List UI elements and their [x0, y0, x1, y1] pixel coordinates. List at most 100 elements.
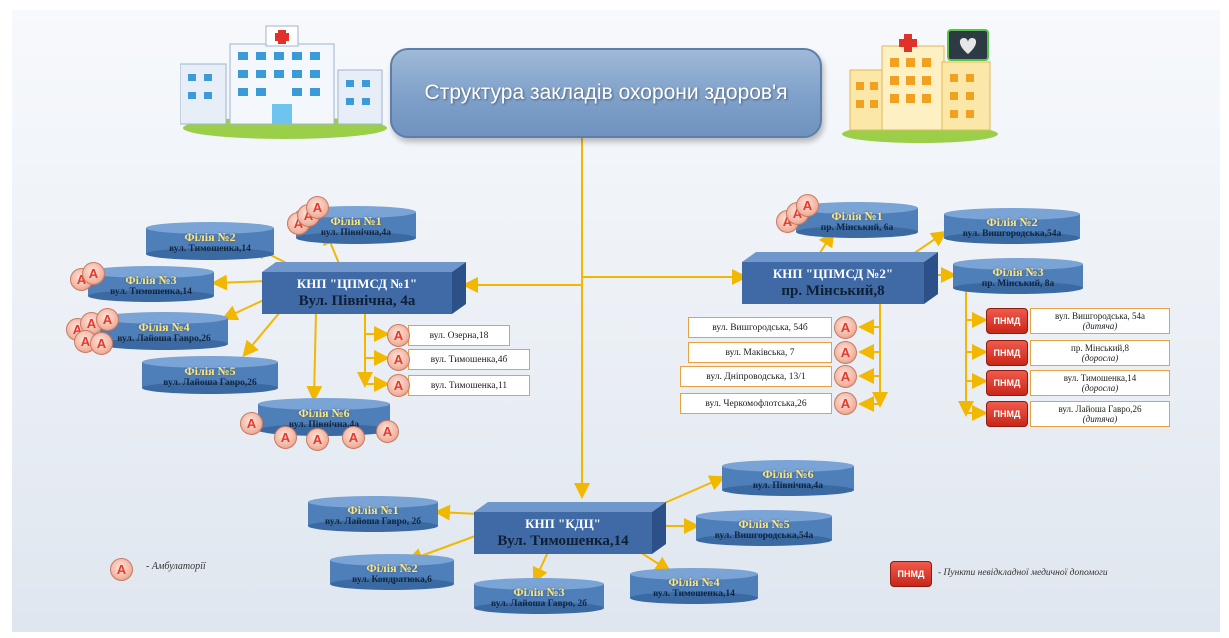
- c3-f6-address: вул. Північна,4а: [752, 481, 824, 491]
- c2-f3-address: пр. Мінський, 8а: [981, 279, 1055, 289]
- kmp2-address: пр. Мінський,8: [781, 283, 885, 299]
- pnmd-badge-4: ПНМД: [986, 401, 1028, 427]
- c1-amb-address-3: вул. Тимошенка,11: [408, 375, 530, 396]
- c2-f2-name: Філія №2: [986, 215, 1038, 229]
- node-kdc: КНП "КДЦ" Вул. Тимошенка,14: [474, 502, 666, 554]
- pnmd-address-1: вул. Вишгородська, 54а(дитяча): [1030, 308, 1170, 334]
- pnmd-address-2-street: пр. Мінський,8: [1071, 343, 1129, 353]
- kdc-name: КНП "КДЦ": [525, 516, 601, 531]
- c3-f1-address: вул. Лайоша Гавро, 2б: [325, 517, 421, 527]
- node-kmp1: КНП "ЦПМСД №1" Вул. Північна, 4а: [262, 262, 466, 314]
- pnmd-address-4: вул. Лайоша Гавро,26(дитяча): [1030, 401, 1170, 427]
- c3-f4-address: вул. Тимошенка,14: [653, 589, 735, 599]
- diagram-title: Структура закладів охорони здоров'я: [424, 81, 788, 104]
- c1-amb-address-1: вул. Озерна,18: [408, 325, 510, 346]
- c2-f1-address: пр. Мінський, 6а: [820, 223, 894, 233]
- c1-f1-address: вул. Північна,4а: [320, 228, 392, 238]
- c3-f3-name: Філія №3: [513, 585, 565, 599]
- c3-f1-name: Філія №1: [347, 503, 399, 517]
- ambulatory-icon: А: [387, 348, 410, 371]
- node-kmp2: КНП "ЦПМСД №2" пр. Мінський,8: [742, 252, 938, 304]
- legend-ambulatory-label: - Амбулаторії: [146, 561, 206, 572]
- ambulatory-icon: А: [834, 365, 857, 388]
- c2-f2-address: вул. Вишгородська,54а: [962, 229, 1062, 239]
- c1-f4-address: вул. Лайоша Гавро,26: [117, 334, 211, 344]
- pnmd-address-2-type: (доросла): [1081, 353, 1119, 363]
- kmp2-name: КНП "ЦПМСД №2": [772, 266, 894, 281]
- c2-amb-address-2: вул. Маківська, 7: [688, 342, 832, 363]
- ambulatory-icon: А: [834, 316, 857, 339]
- c3-f5-name: Філія №5: [738, 517, 790, 531]
- hospital-building-illustration: [180, 25, 387, 139]
- clinic-building-illustration: [842, 29, 998, 143]
- legend-pnmd-badge: ПНМД: [890, 561, 932, 587]
- c1-f2-address: вул. Тимошенка,14: [169, 244, 251, 254]
- pnmd-address-2: пр. Мінський,8(доросла): [1030, 340, 1170, 366]
- pnmd-address-1-street: вул. Вишгородська, 54а: [1055, 311, 1145, 321]
- kmp1-name: КНП "ЦПМСД №1": [296, 276, 418, 291]
- c2-amb-address-1: вул. Вишгородська, 54б: [688, 317, 832, 338]
- ambulatory-icon: А: [90, 332, 113, 355]
- ambulatory-icon: А: [387, 374, 410, 397]
- c3-f3-address: вул. Лайоша Гавро, 2б: [491, 599, 587, 609]
- ambulatory-icon: А: [387, 324, 410, 347]
- ambulatory-icon: А: [240, 412, 263, 435]
- pnmd-address-3: вул. Тимошенка,14(доросла): [1030, 370, 1170, 396]
- pnmd-address-4-street: вул. Лайоша Гавро,26: [1058, 404, 1142, 414]
- pnmd-badge-1: ПНМД: [986, 308, 1028, 334]
- ambulatory-icon: А: [306, 428, 329, 451]
- c3-f6-name: Філія №6: [762, 467, 814, 481]
- pnmd-address-4-type: (дитяча): [1082, 414, 1118, 424]
- c1-f1-name: Філія №1: [330, 214, 382, 228]
- c3-f5-address: вул. Вишгородська,54а: [714, 531, 814, 541]
- c3-f2-name: Філія №2: [366, 561, 418, 575]
- c2-f3-name: Філія №3: [992, 265, 1044, 279]
- c1-f6-name: Філія №6: [298, 406, 350, 420]
- kmp1-address: Вул. Північна, 4а: [298, 293, 416, 309]
- c1-f6-address: вул. Північна,4а: [288, 420, 360, 430]
- kdc-address: Вул. Тимошенка,14: [497, 533, 629, 549]
- ambulatory-icon: А: [834, 392, 857, 415]
- c1-amb-address-2: вул. Тимошенка,4б: [408, 349, 530, 370]
- ambulatory-icon: А: [306, 196, 329, 219]
- c2-amb-address-4: вул. Черкомофлотська,26: [680, 393, 832, 414]
- c1-f3-address: вул. Тимошенка,14: [110, 287, 192, 297]
- c1-f5-name: Філія №5: [184, 364, 236, 378]
- pnmd-badge-2: ПНМД: [986, 340, 1028, 366]
- pnmd-address-3-street: вул. Тимошенка,14: [1063, 373, 1137, 383]
- ambulatory-icon: А: [274, 426, 297, 449]
- pnmd-badge-3: ПНМД: [986, 370, 1028, 396]
- c1-f5-address: вул. Лайоша Гавро,26: [163, 378, 257, 388]
- c2-f1-name: Філія №1: [831, 209, 883, 223]
- ambulatory-icon: А: [796, 194, 819, 217]
- pnmd-address-3-type: (доросла): [1081, 383, 1119, 393]
- c2-amb-address-3: вул. Дніпроводська, 13/1: [680, 366, 832, 387]
- diagram-title-box: Структура закладів охорони здоров'я: [390, 48, 822, 138]
- pnmd-address-1-type: (дитяча): [1082, 321, 1118, 331]
- ambulatory-icon: А: [834, 341, 857, 364]
- c1-f4-name: Філія №4: [138, 320, 190, 334]
- ambulatory-icon: А: [96, 308, 119, 331]
- legend-pnmd-label: - Пункти невідкладної медичної допомоги: [938, 568, 1108, 578]
- c3-f2-address: вул. Кондратюка,6: [352, 575, 432, 585]
- c1-f3-name: Філія №3: [125, 273, 177, 287]
- ambulatory-icon: А: [342, 426, 365, 449]
- ambulatory-icon: А: [82, 262, 105, 285]
- c1-f2-name: Філія №2: [184, 230, 236, 244]
- legend-ambulatory-icon: А: [110, 558, 133, 581]
